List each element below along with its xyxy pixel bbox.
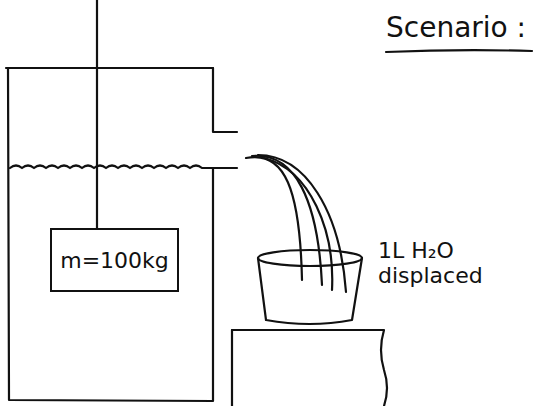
- mass-block: m=100kg: [50, 228, 179, 292]
- tank-wall: [8, 68, 213, 401]
- beaker: [258, 258, 362, 324]
- water-stream: [258, 155, 346, 292]
- beaker-rim: [258, 250, 362, 266]
- tank-spout-bottom: [213, 167, 237, 169]
- tank-rim: [6, 67, 213, 69]
- title: Scenario :: [386, 12, 526, 44]
- scale: [231, 330, 233, 406]
- title-underline: [386, 50, 532, 52]
- suspension-rod: [96, 0, 98, 228]
- scale: [232, 330, 387, 406]
- water-surface: [10, 166, 213, 169]
- mass-label: m=100kg: [60, 248, 169, 273]
- water-stream: [264, 158, 332, 290]
- volume-note: 1L H₂O displaced: [378, 238, 502, 289]
- tank-spout-top: [213, 68, 237, 132]
